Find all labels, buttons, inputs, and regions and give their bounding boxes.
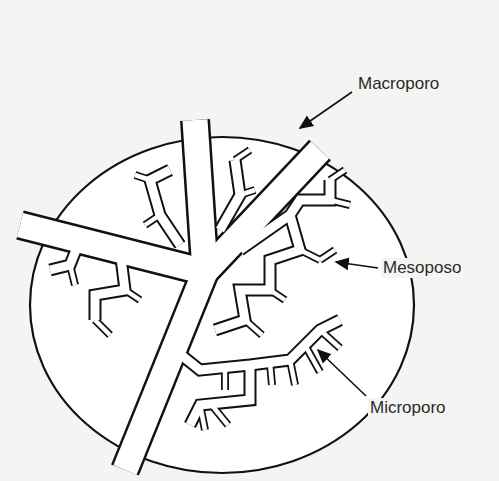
pore-label: Microporo — [368, 398, 448, 418]
leader-arrow — [318, 350, 366, 396]
particle-outline — [30, 137, 414, 473]
leader-arrow — [336, 262, 378, 268]
pore-label: Macroporo — [356, 74, 441, 94]
pore-label: Mesoposo — [381, 258, 463, 278]
leader-arrow — [300, 92, 352, 128]
